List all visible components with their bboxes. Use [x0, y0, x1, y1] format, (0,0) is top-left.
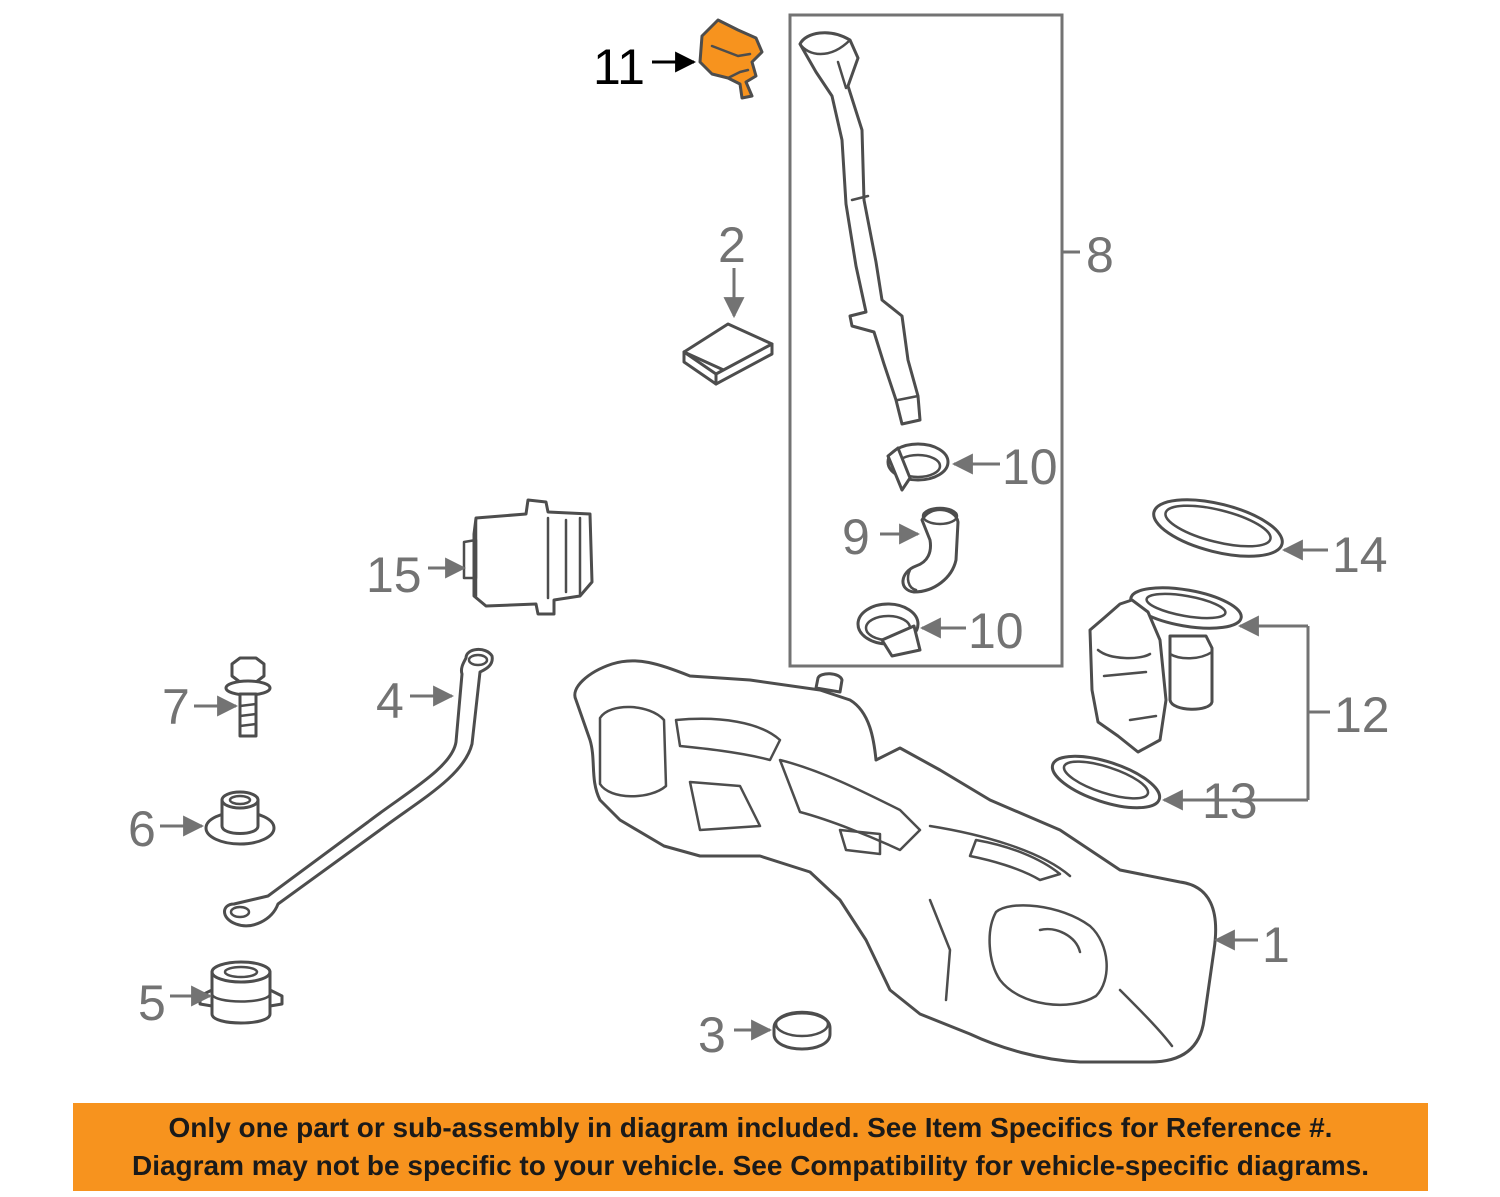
- bolt-part-7: [224, 656, 272, 738]
- callout-10-upper: 10: [1002, 439, 1058, 495]
- disclaimer-banner: Only one part or sub-assembly in diagram…: [73, 1103, 1428, 1191]
- filler-neck-pipe: [798, 31, 922, 426]
- bushing-part-5: [198, 960, 284, 1025]
- grommet-part-6: [204, 790, 276, 846]
- callout-4: 4: [376, 673, 404, 729]
- hose-part-9: [901, 506, 960, 594]
- callout-2: 2: [718, 217, 746, 273]
- disclaimer-line-1: Only one part or sub-assembly in diagram…: [168, 1112, 1333, 1143]
- fuel-pump-part-12: [1088, 586, 1243, 754]
- callout-13: 13: [1202, 773, 1258, 829]
- callout-15: 15: [366, 547, 422, 603]
- parts-diagram: 11 8 10 9 10 2: [128, 13, 1390, 1064]
- callout-8: 8: [1086, 227, 1114, 283]
- plug-part-3: [772, 1010, 832, 1051]
- callout-9: 9: [842, 509, 870, 565]
- callout-12: 12: [1334, 687, 1390, 743]
- callout-3: 3: [698, 1007, 726, 1063]
- hose-clamp-part-10-lower: [856, 602, 922, 658]
- seal-ring-part-13: [1050, 754, 1162, 810]
- callout-7: 7: [162, 679, 190, 735]
- callout-5: 5: [138, 975, 166, 1031]
- hose-clamp-part-10-upper: [886, 442, 950, 492]
- filler-neck-assembly-box: [788, 13, 1064, 668]
- callout-1: 1: [1262, 917, 1290, 973]
- fuel-cap-part-11[interactable]: [698, 18, 764, 100]
- callout-14: 14: [1332, 527, 1388, 583]
- callout-6: 6: [128, 801, 156, 857]
- disclaimer-line-2: Diagram may not be specific to your vehi…: [131, 1150, 1370, 1181]
- tank-strap-part-4: [223, 648, 494, 928]
- callout-11: 11: [593, 39, 645, 95]
- pad-part-2: [682, 322, 774, 386]
- canister-part-15: [462, 498, 594, 616]
- seal-ring-part-14: [1152, 498, 1284, 558]
- callout-10-lower: 10: [968, 603, 1024, 659]
